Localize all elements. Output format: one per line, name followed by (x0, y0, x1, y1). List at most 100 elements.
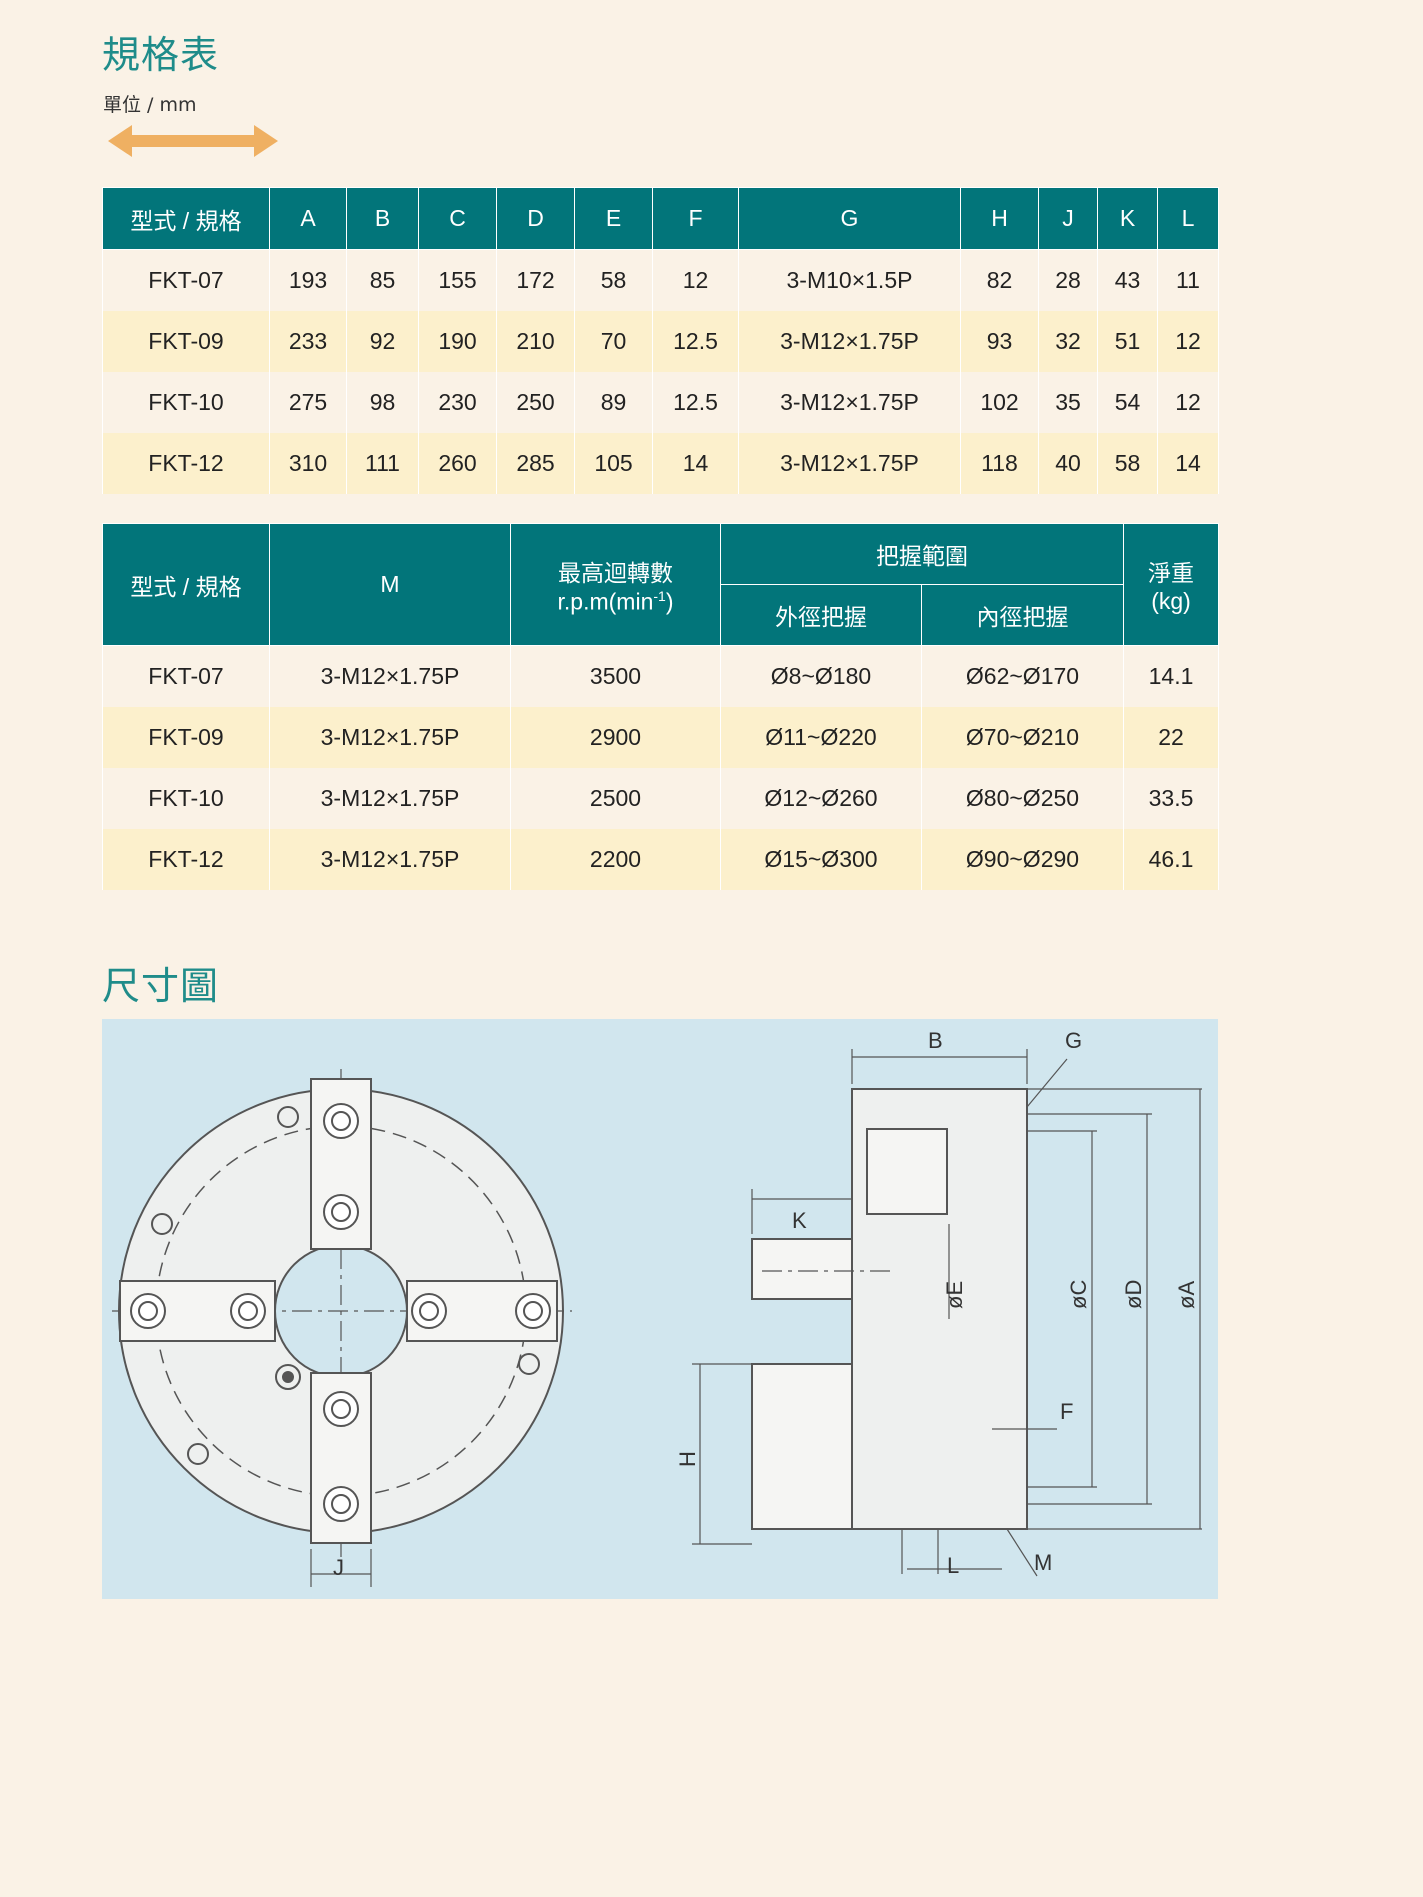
jaw-side-lower (751, 1363, 853, 1530)
table-cell: 233 (269, 311, 347, 372)
table-cell: FKT-07 (102, 249, 270, 311)
header-cell: K (1097, 187, 1158, 250)
header-rpm-unit: r.p.m(min-1) (557, 587, 674, 615)
dimension-drawing-title: 尺寸圖 (102, 964, 220, 1008)
spec-table-title: 規格表 (102, 33, 220, 77)
table-cell: 111 (346, 433, 419, 494)
label-m: M (1034, 1550, 1052, 1575)
table-cell: 85 (346, 249, 419, 311)
table-cell: 98 (346, 372, 419, 433)
label-k: K (792, 1208, 807, 1233)
table-cell: 275 (269, 372, 347, 433)
table-cell: 12 (1157, 311, 1219, 372)
table-cell: FKT-10 (102, 768, 270, 829)
header-cell: A (269, 187, 347, 250)
label-b: B (928, 1028, 943, 1053)
table-cell: 51 (1097, 311, 1158, 372)
table-cell: 40 (1038, 433, 1098, 494)
table-cell: FKT-12 (102, 829, 270, 890)
table-cell: 12.5 (652, 372, 739, 433)
table-cell: 12 (652, 249, 739, 311)
table-cell: Ø15~Ø300 (720, 829, 922, 890)
dimension-drawing: J B G K F L M øE øC øD øA H (102, 1019, 1218, 1599)
table-cell: Ø90~Ø290 (921, 829, 1124, 890)
header-cell: J (1038, 187, 1098, 250)
header-max-rpm-label: 最高迴轉數 (558, 559, 673, 586)
header-m: M (269, 523, 511, 646)
table-cell: 172 (496, 249, 575, 311)
label-l: L (947, 1553, 959, 1578)
header-outer-grip: 外徑把握 (720, 584, 922, 646)
table-cell: 260 (418, 433, 497, 494)
table-cell: 3-M12×1.75P (269, 707, 511, 768)
table-cell: 82 (960, 249, 1039, 311)
table-cell: 92 (346, 311, 419, 372)
table-cell: 2500 (510, 768, 721, 829)
table-cell: Ø8~Ø180 (720, 645, 922, 707)
unit-label: 單位 / mm (103, 94, 197, 116)
table-cell: Ø12~Ø260 (720, 768, 922, 829)
header-inner-grip: 內徑把握 (921, 584, 1124, 646)
table-cell: 285 (496, 433, 575, 494)
table-cell: FKT-09 (102, 707, 270, 768)
table-cell: 70 (574, 311, 653, 372)
table-cell: 14.1 (1123, 645, 1219, 707)
table-cell: 35 (1038, 372, 1098, 433)
header-cell: H (960, 187, 1039, 250)
table-cell: 46.1 (1123, 829, 1219, 890)
label-d: øD (1121, 1280, 1146, 1309)
table-cell: Ø62~Ø170 (921, 645, 1124, 707)
table-cell: 28 (1038, 249, 1098, 311)
table-cell: 54 (1097, 372, 1158, 433)
table-cell: 12 (1157, 372, 1219, 433)
table-cell: 190 (418, 311, 497, 372)
table-cell: FKT-09 (102, 311, 270, 372)
header-cell: G (738, 187, 961, 250)
table-cell: 22 (1123, 707, 1219, 768)
header-cell: D (496, 187, 575, 250)
table-cell: 43 (1097, 249, 1158, 311)
table-cell: Ø11~Ø220 (720, 707, 922, 768)
table-cell: 58 (1097, 433, 1158, 494)
table-cell: 155 (418, 249, 497, 311)
jaw-side-upper (751, 1238, 853, 1300)
table-cell: Ø80~Ø250 (921, 768, 1124, 829)
header-weight: 淨重 (kg) (1123, 523, 1219, 646)
table-cell: 3-M12×1.75P (269, 829, 511, 890)
chuck-drawing-svg: J B G K F L M øE øC øD øA H (112, 1028, 1202, 1587)
header-cell: E (574, 187, 653, 250)
table-cell: FKT-07 (102, 645, 270, 707)
label-e: øE (942, 1281, 967, 1309)
label-j: J (333, 1555, 344, 1580)
table-cell: Ø70~Ø210 (921, 707, 1124, 768)
table-cell: 250 (496, 372, 575, 433)
label-g: G (1065, 1028, 1082, 1053)
header-cell: 型式 / 規格 (102, 187, 270, 250)
label-c: øC (1066, 1280, 1091, 1309)
table-cell: FKT-12 (102, 433, 270, 494)
table-cell: 3-M12×1.75P (269, 645, 511, 707)
header-grip-range: 把握範圍 (720, 523, 1124, 585)
table-cell: 3-M12×1.75P (738, 311, 961, 372)
header-cell: C (418, 187, 497, 250)
label-h: H (675, 1451, 700, 1467)
table-cell: 58 (574, 249, 653, 311)
table-cell: 14 (1157, 433, 1219, 494)
table-cell: FKT-10 (102, 372, 270, 433)
header-cell: B (346, 187, 419, 250)
table-cell: 2900 (510, 707, 721, 768)
table-cell: 310 (269, 433, 347, 494)
label-f: F (1060, 1399, 1073, 1424)
table-cell: 210 (496, 311, 575, 372)
performance-spec-table: 型式 / 規格 M 最高迴轉數 r.p.m(min-1) 把握範圍 淨重 (kg… (102, 523, 1219, 890)
